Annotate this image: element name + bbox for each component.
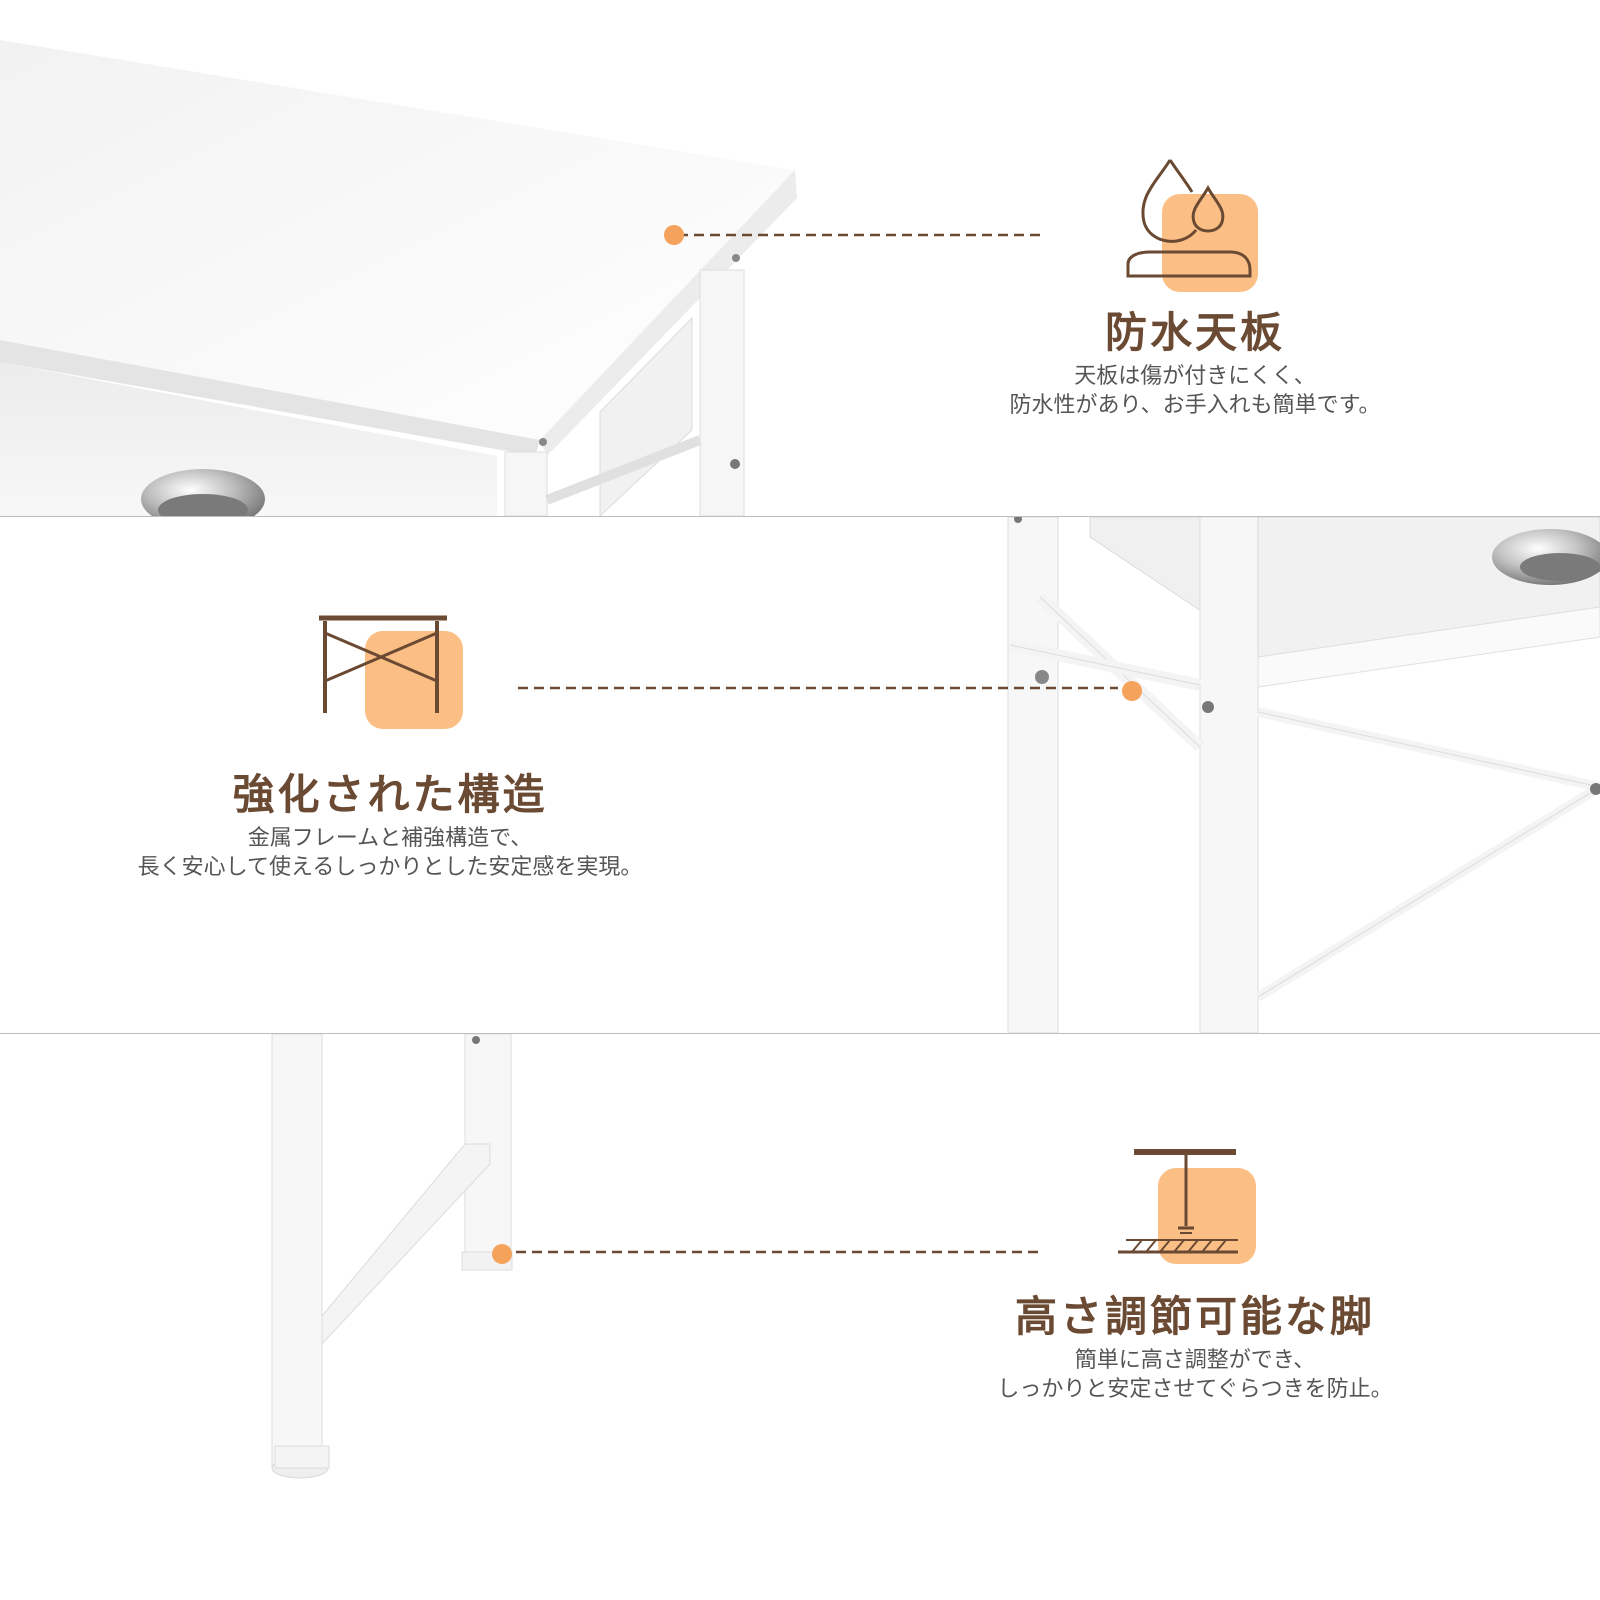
panel-reinforced-structure: 強化された構造 金属フレームと補強構造で、 長く安心して使えるしっかりとした安定…	[0, 517, 1600, 1033]
feature-adjustable-feet: 高さ調節可能な脚 簡単に高さ調整ができ、 しっかりと安定させてぐらつきを防止。	[940, 1292, 1450, 1404]
feature-desc-line2: 長く安心して使えるしっかりとした安定感を実現。	[137, 855, 643, 880]
frame-leg-left	[1007, 517, 1059, 1033]
desk-frame-photo	[518, 517, 1600, 1033]
callout-dot	[664, 225, 684, 245]
drawer-front	[0, 362, 497, 516]
feature-reinforced-structure: 強化された構造 金属フレームと補強構造で、 長く安心して使えるしっかりとした安定…	[80, 770, 700, 882]
feature-desc-line1: 金属フレームと補強構造で、	[247, 826, 533, 851]
x-brace-frame-icon	[319, 615, 463, 729]
feature-desc-line1: 天板は傷が付きにくく、	[1074, 364, 1316, 389]
table-top-surface	[0, 40, 795, 440]
water-drops-icon	[1126, 159, 1258, 292]
desk-leg-front	[271, 1034, 323, 1467]
panel-waterproof-top: 防水天板 天板は傷が付きにくく、 防水性があり、お手入れも簡単です。	[0, 0, 1600, 516]
panel-adjustable-feet: 高さ調節可能な脚 簡単に高さ調整ができ、 しっかりと安定させてぐらつきを防止。	[0, 1034, 1600, 1600]
feature-desc-line2: 防水性があり、お手入れも簡単です。	[1009, 393, 1381, 418]
feature-desc-line1: 簡単に高さ調整ができ、	[1074, 1348, 1316, 1373]
feature-title: 防水天板	[1104, 308, 1285, 357]
callout-dot	[1122, 681, 1142, 701]
feature-waterproof-top: 防水天板 天板は傷が付きにくく、 防水性があり、お手入れも簡単です。	[940, 308, 1450, 420]
panel-divider	[0, 516, 1600, 517]
feature-desc-line2: しっかりと安定させてぐらつきを防止。	[997, 1377, 1393, 1402]
desk-top-photo	[0, 40, 1043, 516]
feature-title: 高さ調節可能な脚	[1014, 1292, 1375, 1341]
frame-leg-right	[1199, 517, 1259, 1033]
desk-legs-photo	[271, 1034, 1044, 1479]
panel-divider	[0, 1033, 1600, 1034]
callout-dot	[492, 1244, 512, 1264]
adjustable-foot-icon	[1118, 1149, 1256, 1264]
feature-title: 強化された構造	[232, 770, 548, 819]
